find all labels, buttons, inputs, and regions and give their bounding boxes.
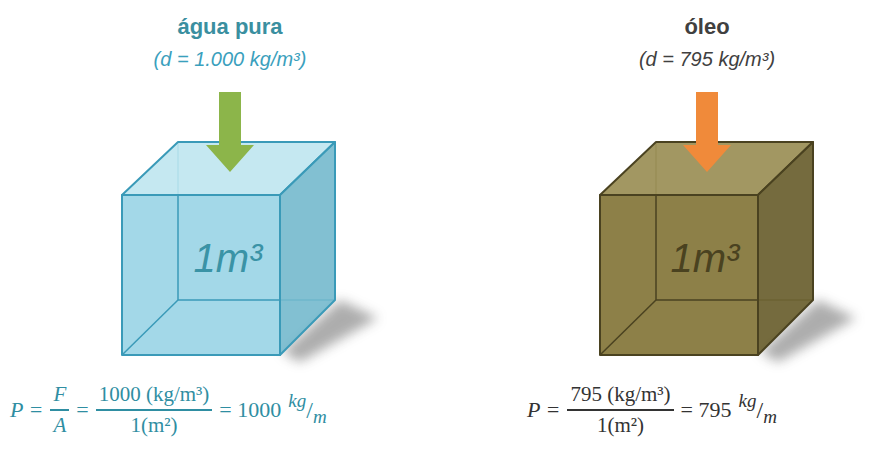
formula-term: /	[306, 397, 313, 423]
force-arrow	[683, 92, 731, 172]
formula-term: kg	[288, 391, 306, 412]
formula-term: m	[763, 407, 777, 428]
fraction-bar	[96, 409, 213, 411]
force-arrow	[206, 92, 254, 172]
formula-term: 1(m²)	[130, 414, 177, 437]
formula-term: =	[76, 398, 88, 422]
fraction-bar	[50, 409, 69, 411]
formula-term: 1(m²)	[597, 414, 644, 437]
volume-label: 1m³	[194, 235, 263, 281]
formula-term: kg	[739, 391, 757, 412]
cube-node: água pura (d = 1.000 kg/m³) 1m³	[100, 4, 360, 364]
formula-term: m	[313, 407, 327, 428]
formula-term: P =	[10, 398, 43, 422]
heading: água pura	[177, 14, 282, 39]
formula-term: F	[53, 383, 66, 406]
water-cube	[122, 142, 335, 355]
fraction-bar	[567, 409, 673, 411]
formula-term: 795 (kg/m³)	[570, 383, 670, 406]
cube-node: óleo (d = 795 kg/m³) 1m³	[577, 4, 837, 364]
formula-term: /	[756, 397, 763, 423]
density-label: (d = 795 kg/m³)	[639, 48, 775, 71]
density-label: (d = 1.000 kg/m³)	[154, 48, 307, 71]
formula-term: A	[53, 414, 66, 437]
oil-cube	[600, 142, 813, 355]
formula-term: P =	[527, 398, 560, 422]
formula-term: 1000 (kg/m³)	[99, 383, 210, 406]
formula-term: = 795	[681, 398, 732, 422]
formula-term: = 1000	[219, 398, 281, 422]
volume-label: 1m³	[671, 235, 740, 281]
heading: óleo	[684, 14, 729, 39]
